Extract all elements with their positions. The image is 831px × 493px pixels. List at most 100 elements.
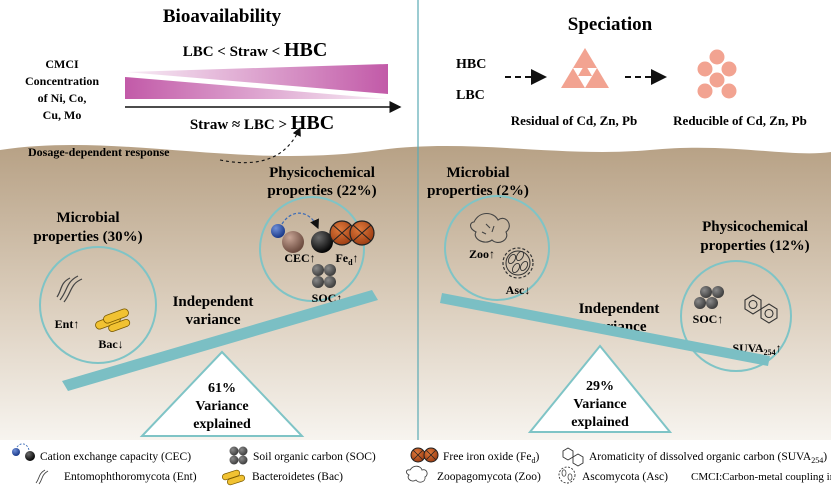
reducible-circles-icon [697,49,737,99]
legend-ent: Entomophthoromycota (Ent) [64,471,197,483]
left-microbial-title: Microbial properties (30%) [33,210,142,245]
legend-suva-icon [562,447,584,467]
legend-cec-icon [12,443,35,461]
reducible-label: Reducible of Cd, Zn, Pb [673,113,807,128]
legend-soc: Soil organic carbon (SOC) [253,451,376,463]
left-variance-pct: 61% [208,381,236,396]
legend-fed-sub: d [531,456,535,465]
left-variance-label: 61% Variance explained [193,381,251,432]
bac-label: Bac↓ [98,337,123,351]
legend-asc-icon [558,466,576,484]
left-physchem-circle [259,196,365,302]
bioavailability-title: Bioavailability [163,6,282,27]
right-microbial-circle [444,195,550,301]
legend-cec: Cation exchange capacity (CEC) [40,451,191,463]
ent-label: Ent↑ [55,317,80,331]
top-order-label: LBC < Straw < HBC [183,39,328,61]
cmci-line-2: Concentration [25,74,99,88]
cec-black-ball [311,231,333,253]
bottom-order-pre: Straw ≈ LBC > [190,117,287,133]
right-variance-label: 29% Variance explained [571,379,629,430]
fed-arrow: ↑ [353,251,359,265]
zoo-icon [469,212,510,243]
right-soc-label: SOC↑ [693,312,724,326]
legend-suva-sub: 254 [811,456,823,465]
right-variance-pct: 29% [586,379,614,394]
hbc-label: HBC [456,57,486,72]
top-order-pre: LBC < Straw < [183,44,281,60]
right-physchem-title: Physicochemical properties (12%) [700,219,809,254]
left-independent-line-1: Independent [173,294,254,310]
legend-fed-end: ) [535,451,539,463]
cec-brown-ball [282,231,304,253]
legend-bac-icon [221,469,246,486]
cec-label: CEC↑ [284,251,315,265]
cmci-line-4: Cu, Mo [43,108,82,122]
right-microbial-line-2: properties (2%) [427,183,529,199]
right-physchem-circle [680,260,792,372]
legend-ent-icon [35,469,49,485]
legend: Cation exchange capacity (CEC) Soil orga… [12,443,831,486]
right-independent-line-1: Independent [579,301,660,317]
dosage-label: Dosage-dependent response [28,145,170,159]
dosage-arrow [219,126,301,164]
asc-icon [502,247,534,279]
legend-suva-end: ) [823,451,827,463]
cmci-line-3: of Ni, Co, [38,91,87,105]
legend-fed-icon [410,447,439,463]
speciation-title: Speciation [568,14,653,35]
cmci-wedge-top [125,64,388,94]
cmci-wedge-bottom [125,77,388,99]
fed-sub: d [348,258,353,267]
lbc-label: LBC [456,88,485,103]
left-variance-line-2: explained [193,417,251,432]
residual-label: Residual of Cd, Zn, Pb [511,113,637,128]
fed-label: Fed↑ [335,251,358,267]
bac-icon [95,308,131,332]
left-fulcrum-triangle [139,350,305,437]
cmci-label: CMCI Concentration of Ni, Co, Cu, Mo [25,57,99,122]
left-balance-beam [62,290,378,391]
suva-sub: 254 [764,348,776,357]
left-microbial-line-2: properties (30%) [33,229,142,245]
bottom-order-label: Straw ≈ LBC > HBC [190,112,334,134]
top-order-big: HBC [284,39,327,61]
legend-soc-icon [229,446,248,465]
right-microbial-title: Microbial properties (2%) [427,165,529,199]
legend-fed: Free iron oxide (Fed) [443,451,539,465]
left-variance-line-1: Variance [195,399,248,414]
legend-cmci: CMCI:Carbon-metal coupling index [691,471,831,483]
left-physchem-title: Physicochemical properties (22%) [267,165,376,199]
fed-iron-icon [329,220,375,246]
asc-label: Asc↓ [506,283,531,297]
left-independent-label: Independent variance [173,294,254,328]
right-balance-beam [440,293,770,366]
legend-asc: Ascomycota (Asc) [582,471,668,483]
legend-fed-base: Free iron oxide (Fe [443,451,531,463]
cmci-line-1: CMCI [45,57,79,71]
fed-base: Fe [335,251,348,265]
bottom-order-big: HBC [291,112,334,134]
residual-triangles-icon [561,48,609,88]
right-physchem-line-1: Physicochemical [702,219,808,235]
legend-bac: Bacteroidetes (Bac) [252,471,343,483]
ent-icon [56,275,83,303]
left-microbial-line-1: Microbial [56,210,119,226]
right-variance-line-2: explained [571,415,629,430]
left-physchem-line-1: Physicochemical [269,165,375,181]
right-microbial-line-1: Microbial [446,165,509,181]
right-fulcrum-triangle [527,344,673,433]
right-variance-line-1: Variance [573,397,626,412]
legend-suva-base: Aromaticity of dissolved organic carbon … [589,451,812,463]
suva-benzene-icon [744,294,778,324]
cec-small-blue-ball [271,224,285,238]
legend-zoo: Zoopagomycota (Zoo) [437,471,541,483]
left-microbial-circle [39,246,157,364]
right-soc-icon [694,286,724,309]
legend-zoo-icon [406,465,428,483]
left-physchem-line-2: properties (22%) [267,183,376,199]
left-independent-line-2: variance [186,312,241,328]
cec-exchange-arrow [281,212,319,230]
